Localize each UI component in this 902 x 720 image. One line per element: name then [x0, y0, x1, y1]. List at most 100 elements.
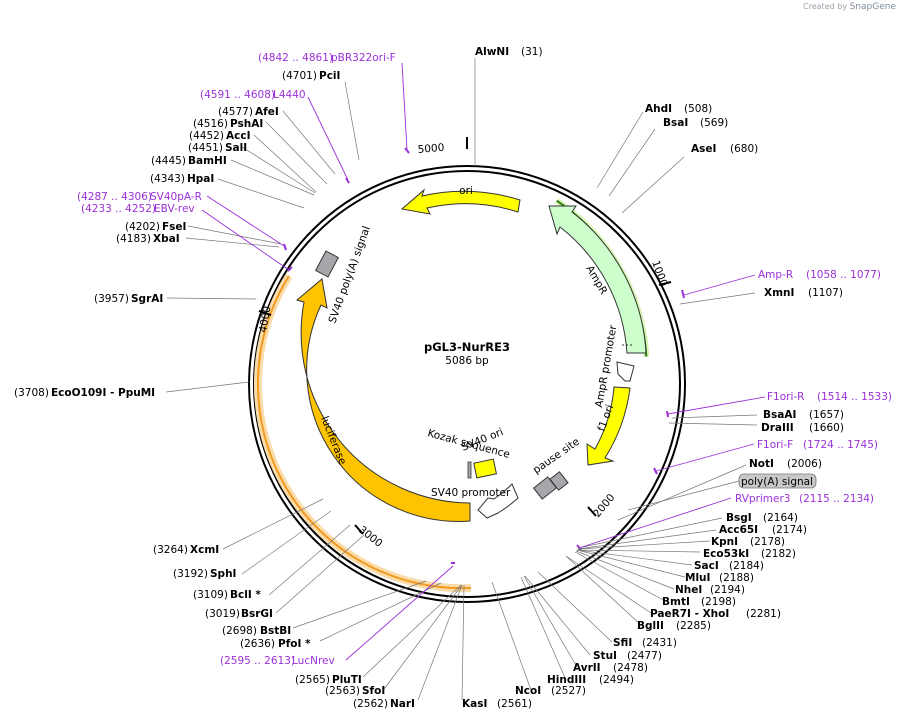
primer-label-sv40pa-r: SV40pA-R	[150, 191, 202, 203]
enzyme-pos-nhei: (2194)	[710, 584, 745, 596]
enzyme-pos-xmni: (1107)	[808, 287, 843, 299]
pause-site-label: pause site	[531, 436, 582, 477]
plasmid-name: pGL3-NurRE3	[424, 340, 510, 354]
enzyme-label-avrii: AvrII	[573, 662, 601, 674]
primer-leader-lines	[201, 62, 766, 661]
enzyme-label-draiii: DraIII	[761, 422, 794, 434]
enzyme-label-bsgi: BsgI	[726, 512, 752, 524]
tick-mark-2000	[587, 506, 597, 517]
f1ori-r-primer-mark	[666, 410, 669, 418]
enzyme-pos-ahdi: (508)	[684, 103, 712, 115]
sv40-ori-feature	[473, 458, 498, 479]
tick-label-5000: 5000	[417, 142, 445, 156]
enzyme-label-eco53ki: Eco53kI	[703, 548, 749, 560]
enzyme-pos-bstbi: (2698)	[222, 625, 257, 637]
enzyme-label-bglii: BglII	[637, 620, 664, 632]
luciferase-band	[256, 275, 471, 590]
primer-label-f1ori-r: F1ori-R	[767, 391, 804, 403]
enzyme-pos-bsaai: (1657)	[809, 409, 844, 421]
enzyme-label-sfoi: SfoI	[362, 685, 385, 697]
enzyme-pos-bsrgi: (3019)	[205, 608, 240, 620]
enzyme-pos-acc65i: (2174)	[772, 524, 807, 536]
luciferase-feature	[295, 278, 471, 522]
primer-label-f1ori-f: F1ori-F	[757, 439, 793, 451]
luciferase-label: luciferase	[318, 415, 348, 467]
enzyme-label-kasi: KasI	[462, 698, 487, 710]
enzyme-pos-bmti: (2198)	[701, 596, 736, 608]
enzyme-label-mlui: MluI	[685, 572, 710, 584]
pbr322ori-f-primer-mark	[404, 147, 410, 154]
enzyme-label-sali: SalI	[225, 142, 247, 154]
enzyme-label-pluti: PluTI	[332, 674, 362, 686]
primer-range-f1ori-r: (1514 .. 1533)	[817, 391, 892, 403]
enzyme-pos-kpni: (2178)	[750, 536, 785, 548]
enzyme-pos-acci: (4452)	[189, 130, 224, 142]
enzyme-pos-bamhi: (4445)	[151, 155, 186, 167]
tick-mark-4000	[258, 310, 272, 316]
primer-range-f1ori-f: (1724 .. 1745)	[803, 439, 878, 451]
enzyme-pos-paer7i-xhoi: (2281)	[746, 608, 781, 620]
enzyme-label-sfii: SfiI	[613, 637, 632, 649]
enzyme-pos-bglii: (2285)	[676, 620, 711, 632]
enzyme-label-bmti: BmtI	[662, 596, 690, 608]
sv40-polya-label: SV40 poly(A) signal	[327, 225, 373, 325]
enzyme-pos-eco53ki: (2182)	[761, 548, 796, 560]
enzyme-label-acc65i: Acc65I	[719, 524, 758, 536]
enzyme-label-sphi: SphI	[210, 568, 236, 580]
enzyme-label-ecoo109i-ppumi: EcoO109I - PpuMI	[51, 387, 155, 399]
enzyme-label-xbai: XbaI	[153, 233, 180, 245]
polya-signal-pill-label: poly(A) signal	[741, 476, 813, 488]
l4440-primer-mark	[345, 177, 350, 184]
enzyme-pos-sali: (4451)	[188, 142, 223, 154]
enzyme-label-bsrgi: BsrGI	[241, 608, 273, 620]
enzyme-pos-bsai: (569)	[700, 117, 728, 129]
primer-range-pbr322ori-f: (4842 .. 4861)	[258, 52, 333, 64]
tick-label-4000: 4000	[257, 305, 273, 333]
primer-range-amp-r: (1058 .. 1077)	[806, 269, 881, 281]
ampr-feature	[548, 205, 647, 354]
primer-label-lucnrev: LucNrev	[292, 655, 335, 667]
f1-ori-feature	[586, 386, 631, 466]
enzyme-label-bsai: BsaI	[663, 117, 688, 129]
enzyme-label-nhei: NheI	[675, 584, 702, 596]
tick-mark-1000	[658, 281, 672, 286]
enzyme-pos-mlui: (2188)	[719, 572, 754, 584]
enzyme-label-bstbi: BstBI	[260, 625, 291, 637]
primer-range-sv40pa-r: (4287 .. 4306)	[77, 191, 152, 203]
enzyme-label-bcli: BclI *	[230, 589, 261, 601]
primer-label-amp-r: Amp-R	[758, 269, 793, 281]
enzyme-pos-pshai: (4516)	[193, 118, 228, 130]
sv40-polya-feature	[314, 250, 340, 278]
enzyme-pos-noti: (2006)	[787, 458, 822, 470]
enzyme-pos-fsei: (4202)	[125, 221, 160, 233]
tick-label-3000: 3000	[356, 524, 384, 550]
enzyme-label-pshai: PshAI	[230, 118, 263, 130]
primer-label-l4440: L4440	[273, 89, 306, 101]
snapgene-credit: Created by SnapGene	[803, 2, 896, 12]
polya-signal-leader	[627, 480, 740, 511]
enzyme-label-noti: NotI	[749, 458, 774, 470]
enzyme-label-saci: SacI	[694, 560, 719, 572]
enzyme-label-paer7i-xhoi: PaeR7I - XhoI	[650, 608, 729, 620]
enzyme-label-ncoi: NcoI	[515, 685, 541, 697]
credit-brand: SnapGene	[849, 2, 896, 12]
enzyme-label-ahdi: AhdI	[645, 103, 672, 115]
ampr-promoter-feature	[616, 361, 635, 382]
enzyme-pos-xcmi: (3264)	[153, 544, 188, 556]
enzyme-label-alwni: AlwNI	[475, 46, 509, 58]
enzyme-pos-asei: (680)	[730, 143, 758, 155]
enzyme-label-sgrai: SgrAI	[131, 293, 163, 305]
enzyme-label-bamhi: BamHI	[188, 155, 227, 167]
enzyme-label-bsaai: BsaAI	[763, 409, 796, 421]
primer-range-ebv-rev: (4233 .. 4252)	[81, 203, 156, 215]
enzyme-label-acci: AccI	[226, 130, 250, 142]
ori-label: ori	[459, 185, 473, 197]
kozak-feature	[467, 461, 472, 479]
primer-label-rvprimer3: RVprimer3	[735, 493, 791, 505]
enzyme-label-fsei: FseI	[162, 221, 186, 233]
primer-range-l4440: (4591 .. 4608)	[200, 89, 275, 101]
enzyme-label-hpai: HpaI	[187, 173, 214, 185]
credit-prefix: Created by	[803, 2, 848, 11]
